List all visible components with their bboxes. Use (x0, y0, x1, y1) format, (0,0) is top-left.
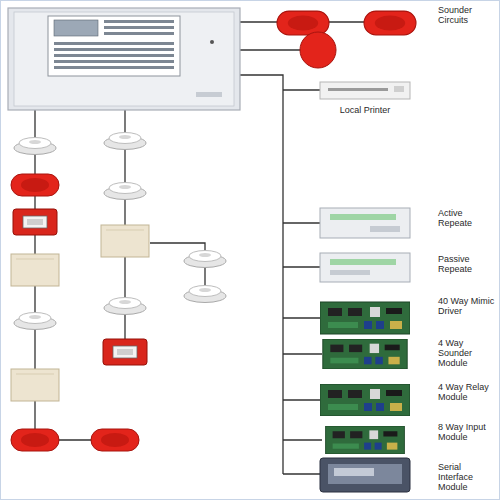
mimic-driver-board (320, 302, 410, 334)
module-label: Serial Interface Module (438, 462, 496, 492)
interface-module (101, 225, 149, 257)
smoke-detector (104, 298, 146, 315)
input-module-board (326, 426, 405, 454)
smoke-detector (14, 313, 56, 330)
call-point (103, 339, 147, 365)
smoke-detector (14, 138, 56, 155)
sounder (11, 174, 59, 196)
local-printer (320, 82, 410, 99)
passive-repeater (320, 253, 410, 282)
sounder (364, 11, 416, 35)
smoke-detector (184, 251, 226, 268)
module-label: Active Repeate (438, 208, 496, 228)
module-label: Local Printer (315, 105, 415, 115)
relay-module-board (320, 384, 410, 416)
smoke-detector (104, 183, 146, 200)
beacon (300, 32, 336, 68)
smoke-detector (184, 286, 226, 303)
module-label: Passive Repeate (438, 254, 496, 274)
serial-interface-module (320, 458, 410, 492)
sounder (91, 429, 139, 451)
smoke-detector (104, 133, 146, 150)
control-panel (8, 8, 240, 110)
sounder (11, 429, 59, 451)
interface-module (11, 254, 59, 286)
module-label: 4 Way Relay Module (438, 382, 496, 402)
sounder (277, 11, 329, 35)
module-label: 40 Way Mimic Driver (438, 296, 496, 316)
group-label: Sounder Circuits (438, 5, 496, 25)
sounder-module-board (323, 339, 407, 369)
interface-module (11, 369, 59, 401)
call-point (13, 209, 57, 235)
active-repeater (320, 208, 410, 238)
module-label: 8 Way Input Module (438, 422, 496, 442)
module-label: 4 Way Sounder Module (438, 338, 496, 368)
